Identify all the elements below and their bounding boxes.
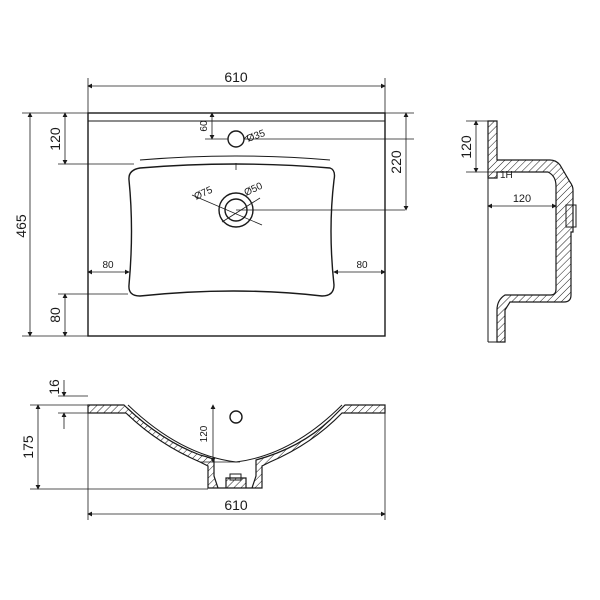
- basin-outline: [87, 112, 386, 337]
- front-rim-label: 80: [47, 307, 63, 323]
- back-to-tap-label: 60: [199, 120, 210, 132]
- front-drain-hole: [229, 410, 243, 424]
- front-height-label: 175: [20, 435, 36, 459]
- top-view: 610 465 120 80 60 Ø35 220 Ø75 Ø50 80 80: [13, 69, 414, 337]
- left-rim-label: 80: [102, 260, 114, 271]
- top-depth-label: 465: [13, 214, 29, 238]
- front-bowl-inner: [127, 404, 343, 463]
- drain-leader: [191, 194, 263, 226]
- right-rim-label: 80: [356, 260, 368, 271]
- side-view: 120 1H 120: [458, 120, 577, 343]
- front-width-label: 610: [224, 497, 248, 513]
- side-note-label: 1H: [500, 170, 513, 181]
- tap-hole-label: Ø35: [245, 128, 267, 145]
- back-to-sink-label: 120: [47, 127, 63, 151]
- tap-to-drain-label: 220: [388, 150, 404, 174]
- overflow-slot: [565, 204, 577, 228]
- front-bowl-label: 120: [199, 425, 210, 442]
- drain-inner-label: Ø50: [243, 181, 265, 199]
- front-thickness-label: 16: [46, 379, 62, 395]
- bowl-outline: [128, 163, 336, 297]
- top-width-label: 610: [224, 69, 248, 85]
- front-section: [87, 404, 386, 489]
- front-view: 120 16 175 610: [20, 379, 386, 520]
- tap-leader: [243, 134, 249, 140]
- front-outlet: [229, 473, 242, 481]
- bowl-back-rim: [139, 155, 331, 161]
- tap-hole: [227, 130, 245, 148]
- side-depth-label: 120: [513, 193, 531, 205]
- side-back-label: 120: [458, 135, 474, 159]
- side-section: [487, 120, 574, 343]
